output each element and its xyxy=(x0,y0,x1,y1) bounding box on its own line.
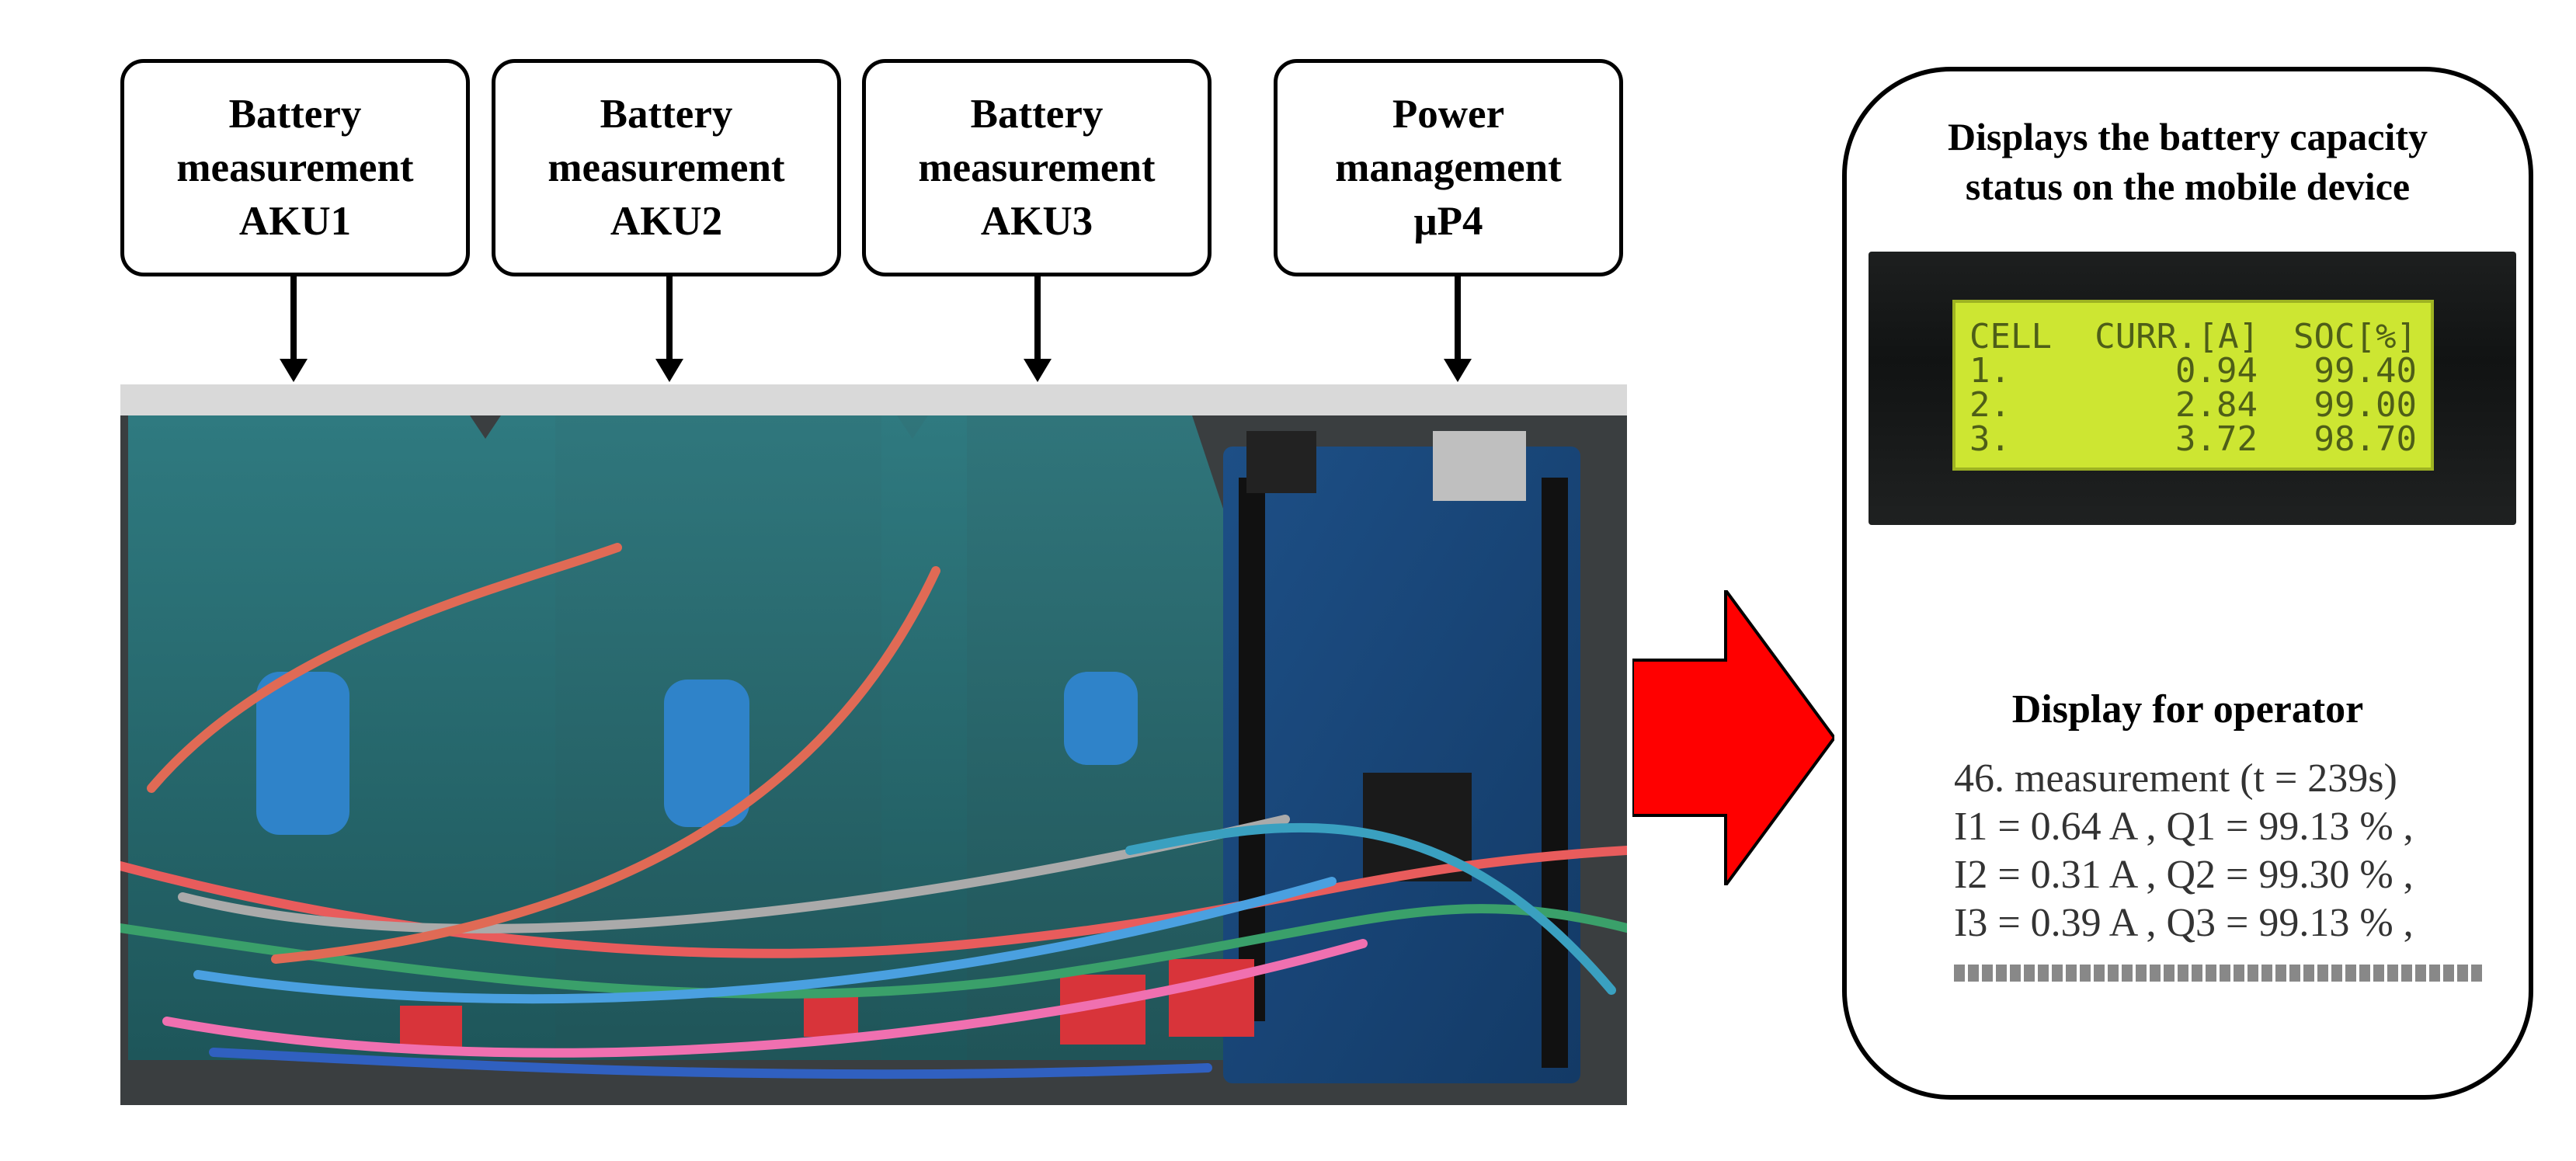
arduino-board xyxy=(1223,431,1580,1083)
down-arrow xyxy=(1444,276,1472,382)
down-arrow xyxy=(655,276,683,382)
operator-line: I1 = 0.64 A , Q1 = 99.13 % , xyxy=(1954,805,2414,849)
lcd-cell: 3. xyxy=(1969,419,2011,459)
label-line: AKU1 xyxy=(238,198,352,244)
operator-line: I3 = 0.39 A , Q3 = 99.13 % , xyxy=(1954,901,2414,945)
lcd-row: 3. 3.72 98.70 xyxy=(1969,422,2417,457)
label-line: Battery xyxy=(600,91,733,137)
label-power-management: Power management μP4 xyxy=(1274,59,1623,276)
lcd-cell: 98.70 xyxy=(2314,419,2417,459)
lcd-cell: 1. xyxy=(1969,351,2011,391)
lcd-cell: 99.00 xyxy=(2314,385,2417,425)
label-line: measurement xyxy=(176,144,414,190)
operator-display-title: Display for operator xyxy=(2011,687,2364,732)
lcd-cell: 99.40 xyxy=(2314,351,2417,391)
panel-title-line: status on the mobile device xyxy=(1965,165,2411,208)
label-line: Power xyxy=(1392,91,1505,137)
label-battery-aku2: Battery measurement AKU2 xyxy=(492,59,841,276)
lcd-cell: 0.94 xyxy=(2175,351,2258,391)
panel-title: Displays the battery capacity status on … xyxy=(1847,112,2529,211)
separator-rule xyxy=(1954,965,2482,982)
lcd-row: 2. 2.84 99.00 xyxy=(1969,388,2417,422)
hardware-photo xyxy=(120,384,1627,1105)
label-line: measurement xyxy=(548,144,785,190)
operator-display-text: 46. measurement (t = 239s) I1 = 0.64 A ,… xyxy=(1954,755,2414,947)
label-battery-aku1: Battery measurement AKU1 xyxy=(120,59,470,276)
mobile-device-panel: Displays the battery capacity status on … xyxy=(1842,67,2533,1100)
label-line: management xyxy=(1335,144,1562,190)
hardware-illustration xyxy=(120,384,1627,1105)
label-line: Battery xyxy=(970,91,1104,137)
label-line: AKU2 xyxy=(610,198,723,244)
red-right-arrow xyxy=(1632,590,1834,885)
lcd-cell: CURR.[A] xyxy=(2095,317,2260,356)
lcd-cell: CELL xyxy=(1969,317,2052,356)
pcb-board-aku3 xyxy=(881,415,1231,1060)
label-battery-aku3: Battery measurement AKU3 xyxy=(862,59,1212,276)
operator-line: 46. measurement (t = 239s) xyxy=(1954,756,2397,801)
panel-title-line: Displays the battery capacity xyxy=(1948,115,2428,158)
down-arrow xyxy=(280,276,308,382)
lcd-screen: CELL CURR.[A] SOC[%] 1. 0.94 99.40 2. 2.… xyxy=(1952,300,2434,471)
lcd-cell: SOC[%] xyxy=(2293,317,2417,356)
lcd-cell: 2.84 xyxy=(2175,385,2258,425)
label-line: μP4 xyxy=(1413,198,1483,244)
down-arrow xyxy=(1024,276,1052,382)
lcd-row: 1. 0.94 99.40 xyxy=(1969,354,2417,388)
operator-line: I2 = 0.31 A , Q2 = 99.30 % , xyxy=(1954,853,2414,897)
label-line: AKU3 xyxy=(980,198,1093,244)
lcd-display: CELL CURR.[A] SOC[%] 1. 0.94 99.40 2. 2.… xyxy=(1869,252,2516,525)
label-line: measurement xyxy=(918,144,1156,190)
label-line: Battery xyxy=(228,91,362,137)
lcd-cell: 3.72 xyxy=(2175,419,2258,459)
lcd-header-row: CELL CURR.[A] SOC[%] xyxy=(1969,320,2417,354)
lcd-cell: 2. xyxy=(1969,385,2011,425)
